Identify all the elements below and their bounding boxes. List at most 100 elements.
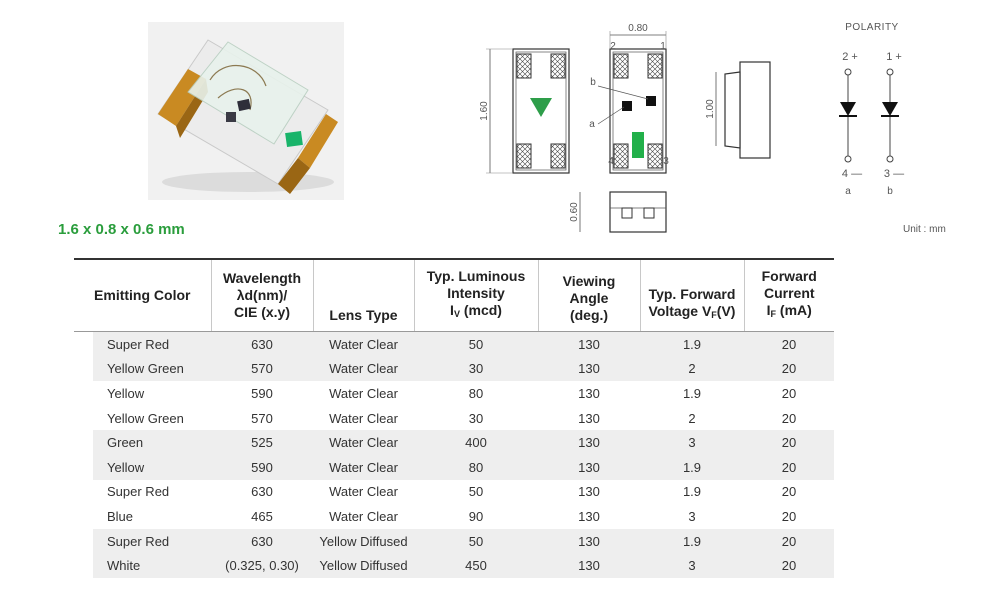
cell-angle: 130 xyxy=(538,356,640,382)
cell-angle: 130 xyxy=(538,553,640,578)
cell-color: Super Red xyxy=(74,528,211,554)
cell-angle: 130 xyxy=(578,484,600,500)
cell-intensity: 90 xyxy=(468,508,484,524)
chip-label: a xyxy=(589,119,595,130)
pin-label: 1 xyxy=(660,41,666,52)
mechanical-drawing: 1.60 0.80 2 1 4 3 b a xyxy=(470,14,970,244)
cell-angle: 130 xyxy=(538,528,640,554)
top-view: 0.80 2 1 4 3 b a xyxy=(589,23,669,174)
cell-current: 20 xyxy=(781,410,797,426)
cell-voltage: 3 xyxy=(688,508,696,524)
cell-lens: Yellow Diffused xyxy=(313,528,414,554)
thickness-dimension: 0.60 xyxy=(569,202,580,222)
cell-color: Green xyxy=(74,430,211,455)
cell-lens: Water Clear xyxy=(329,508,398,524)
led-product-photo xyxy=(148,22,344,200)
diode-icon xyxy=(840,102,856,116)
cell-voltage: 1.9 xyxy=(682,484,702,500)
height-dimension: 1.00 xyxy=(705,99,716,119)
diode-icon xyxy=(882,102,898,116)
cell-color: Yellow Green xyxy=(107,410,184,426)
channel-label: b xyxy=(887,186,893,197)
col-header-angle: Viewing Angle (deg.) xyxy=(537,258,640,332)
cell-intensity: 450 xyxy=(414,553,538,578)
cell-intensity: 50 xyxy=(414,528,538,554)
cell-color: Super Red xyxy=(74,331,211,357)
cell-voltage: 2 xyxy=(640,356,744,382)
pin-label: 3 xyxy=(663,156,669,167)
col-header-voltage: Typ. Forward Voltage VF(V) xyxy=(639,258,744,332)
table-row: Blue 465 Water Clear 90 130 3 20 xyxy=(74,504,834,529)
cell-current: 20 xyxy=(744,356,834,382)
polarity-schematic: 2 + 1 + 4 — 3 — a b xyxy=(839,51,904,197)
table-row: Yellow 590 Water Clear 80 130 1.9 20 xyxy=(74,381,834,406)
end-view: 0.60 xyxy=(569,191,667,233)
chip-label: b xyxy=(590,77,596,88)
cell-voltage: 2 xyxy=(688,410,696,426)
cell-intensity: 30 xyxy=(468,410,484,426)
col-header-wavelength: Wavelength λd(nm)/ CIE (x.y) xyxy=(210,258,313,332)
cell-voltage: 1.9 xyxy=(640,454,744,480)
polarity-bottom-label: 3 — xyxy=(884,168,904,180)
cell-current: 20 xyxy=(781,508,797,524)
col-header-color: Emitting Color xyxy=(74,258,211,332)
cell-intensity: 400 xyxy=(414,430,538,455)
polarity-bottom-label: 4 — xyxy=(842,168,862,180)
cell-angle: 130 xyxy=(578,508,600,524)
cell-angle: 130 xyxy=(538,454,640,480)
polarity-top-label: 1 + xyxy=(886,51,902,63)
polarity-top-label: 2 + xyxy=(842,51,858,63)
cell-lens: Water Clear xyxy=(329,484,398,500)
cell-lens: Water Clear xyxy=(313,356,414,382)
cell-lens: Water Clear xyxy=(313,454,414,480)
cell-intensity: 80 xyxy=(468,385,484,401)
cell-current: 20 xyxy=(744,528,834,554)
package-size-title: 1.6 x 0.8 x 0.6 mm xyxy=(58,221,185,238)
channel-label: a xyxy=(845,186,851,197)
cell-angle: 130 xyxy=(578,410,600,426)
pin-label: 2 xyxy=(610,41,616,52)
cell-color: White xyxy=(74,553,211,578)
cell-current: 20 xyxy=(744,553,834,578)
pin-label: 4 xyxy=(608,156,614,167)
cell-current: 20 xyxy=(744,454,834,480)
cell-intensity: 30 xyxy=(414,356,538,382)
cell-color: Yellow Green xyxy=(74,356,211,382)
cell-voltage: 3 xyxy=(640,553,744,578)
cell-wavelength: 630 xyxy=(251,484,273,500)
cathode-mark-icon xyxy=(530,98,552,117)
cell-intensity: 80 xyxy=(414,454,538,480)
cell-color: Blue xyxy=(107,508,134,524)
col-header-intensity: Typ. Luminous Intensity IV (mcd) xyxy=(413,258,538,332)
cell-color: Yellow xyxy=(107,385,145,401)
cell-intensity: 50 xyxy=(414,331,538,357)
cell-color: Yellow xyxy=(74,454,211,480)
cell-wavelength: 465 xyxy=(251,508,273,524)
led-spec-table: Emitting Color Wavelength λd(nm)/ CIE (x… xyxy=(74,258,834,578)
cell-current: 20 xyxy=(781,385,797,401)
cell-wavelength: (0.325, 0.30) xyxy=(211,553,313,578)
table-row: Yellow Green 570 Water Clear 30 130 2 20 xyxy=(74,406,834,431)
cell-voltage: 1.9 xyxy=(682,385,702,401)
polarity-title: POLARITY xyxy=(845,22,899,33)
cell-lens: Water Clear xyxy=(329,410,398,426)
cell-angle: 130 xyxy=(538,430,640,455)
cell-intensity: 50 xyxy=(468,484,484,500)
cell-lens: Water Clear xyxy=(313,430,414,455)
cell-wavelength: 630 xyxy=(211,331,313,357)
length-dimension: 1.60 xyxy=(479,101,490,121)
cell-voltage: 1.9 xyxy=(640,331,744,357)
cell-current: 20 xyxy=(781,484,797,500)
cell-lens: Water Clear xyxy=(313,331,414,357)
cell-wavelength: 590 xyxy=(251,385,273,401)
cell-lens: Water Clear xyxy=(329,385,398,401)
col-header-lens: Lens Type xyxy=(312,258,414,332)
cell-angle: 130 xyxy=(578,385,600,401)
cell-wavelength: 570 xyxy=(251,410,273,426)
